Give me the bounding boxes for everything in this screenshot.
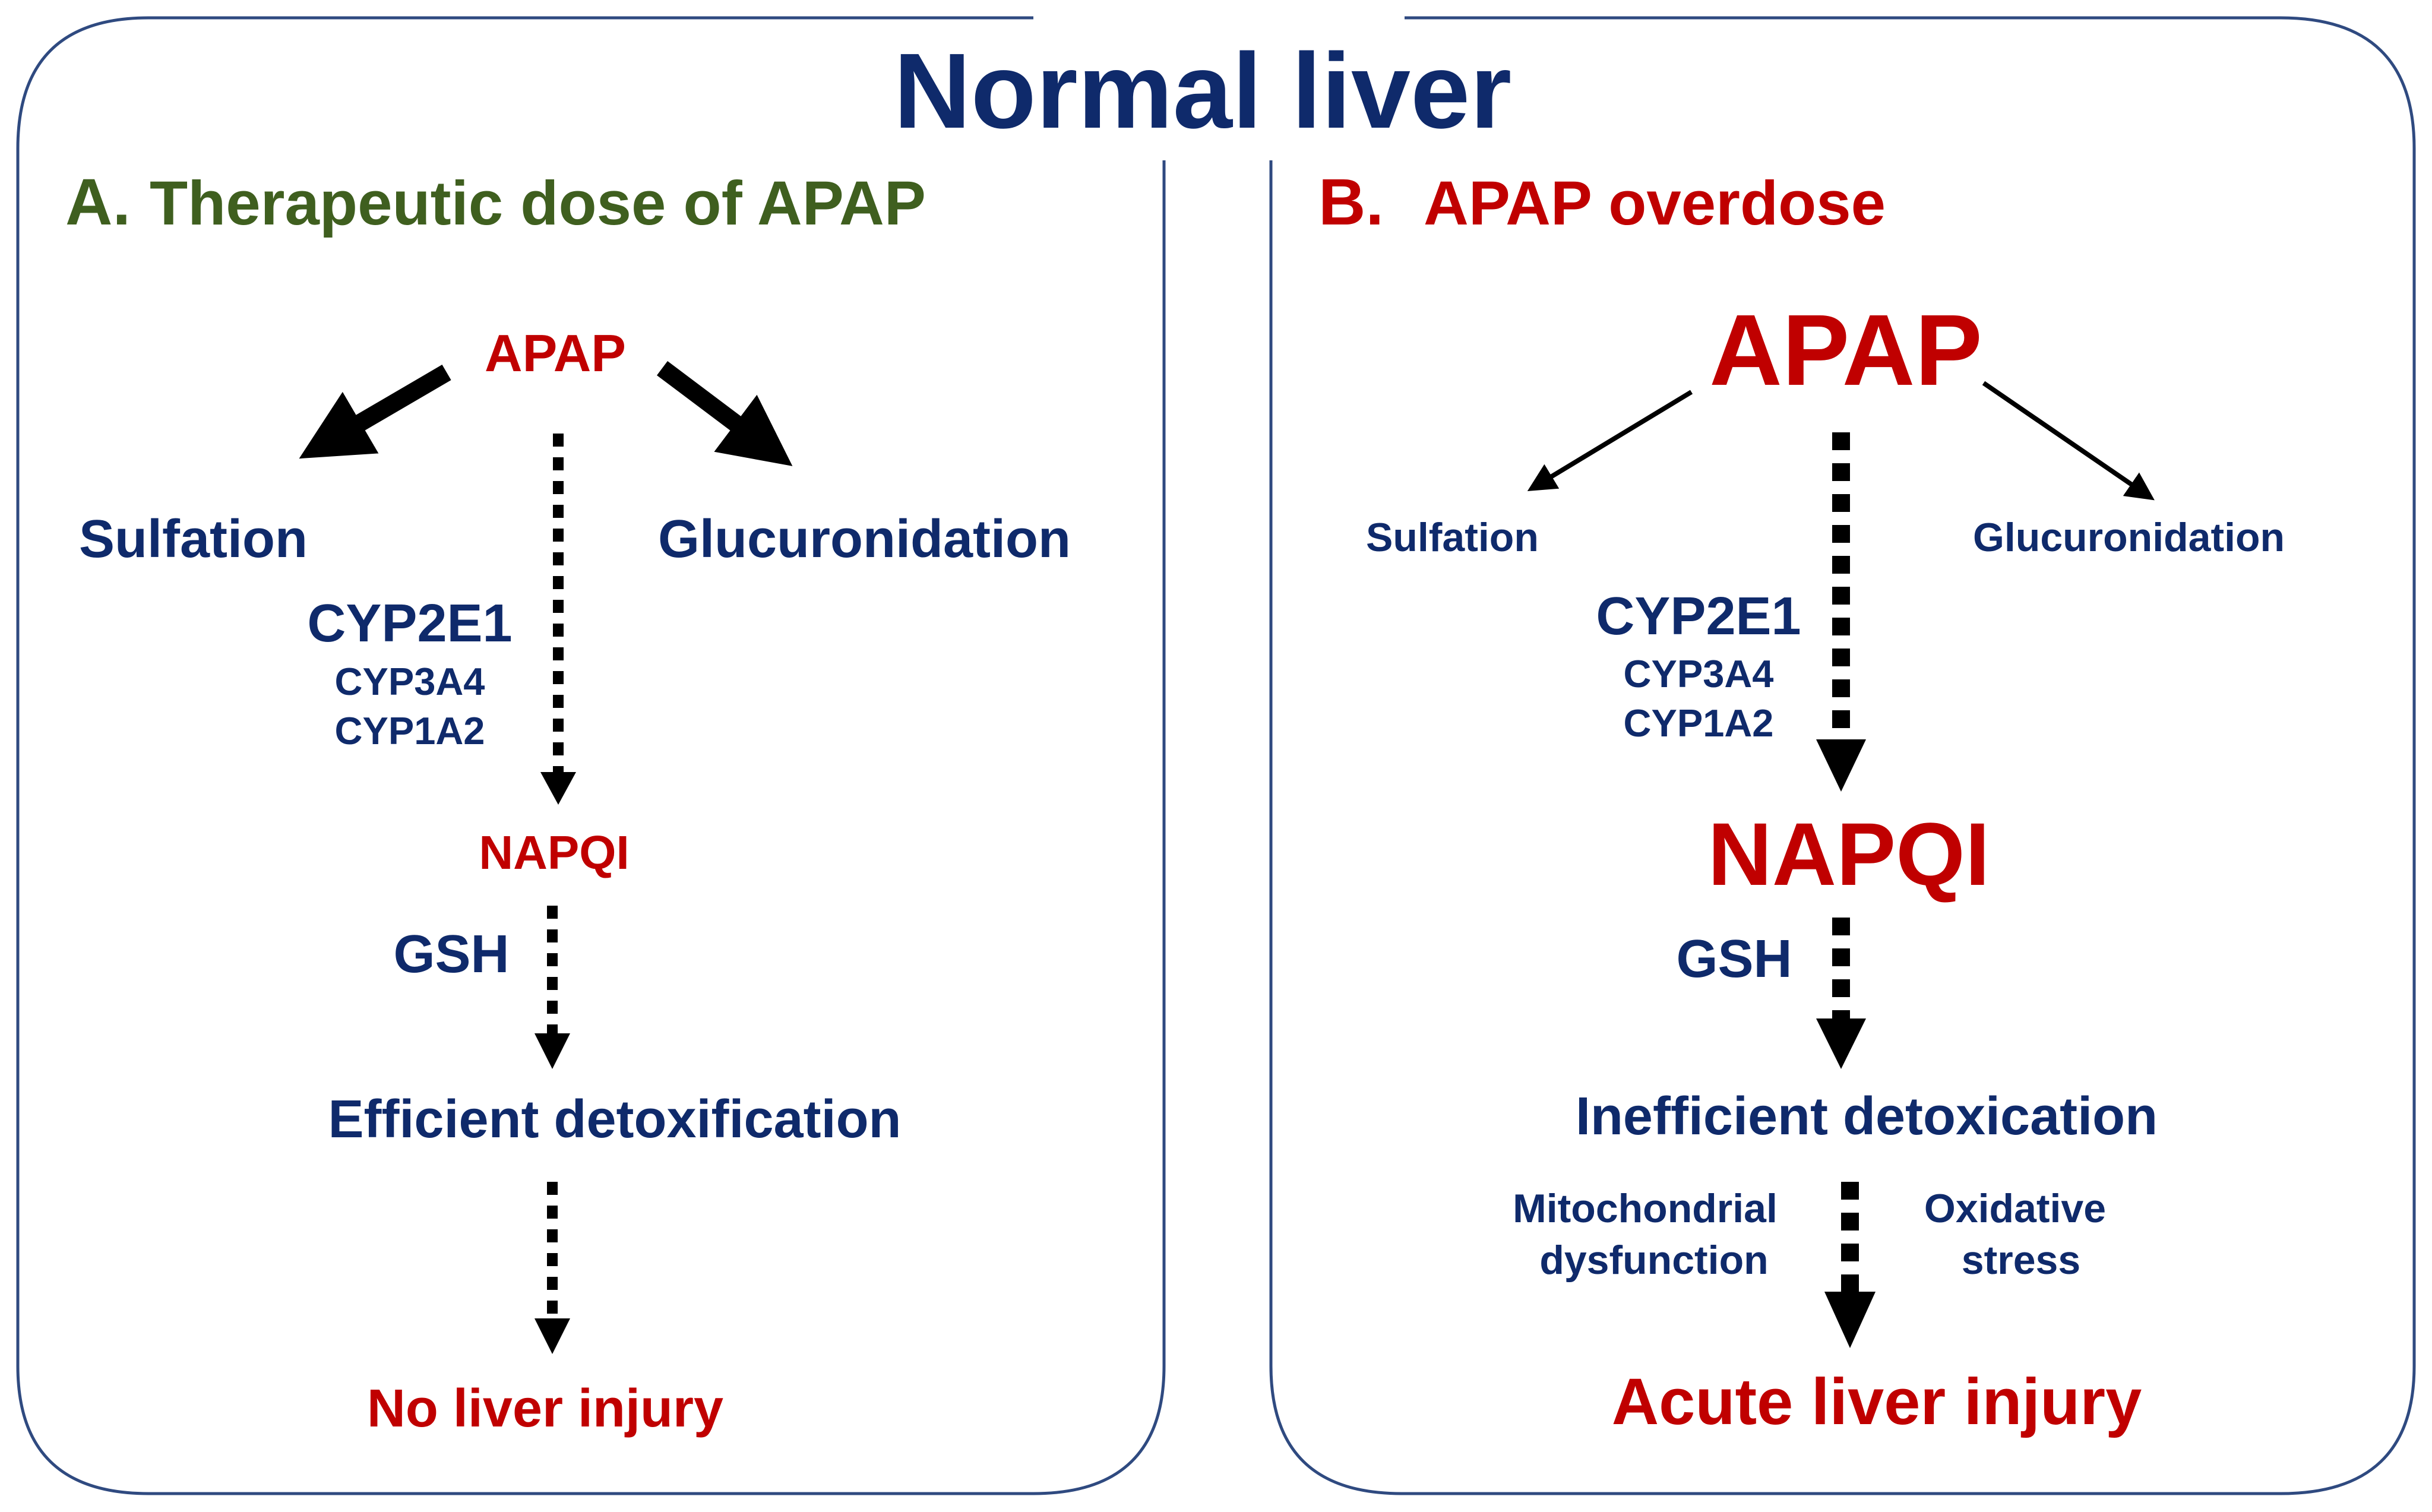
panel-b-enzyme-3: CYP1A2 (1624, 701, 1774, 745)
panel-a-glucuronidation-label: Glucuronidation (658, 510, 1071, 569)
panel-a-sulfation-label: Sulfation (79, 510, 308, 569)
panel-b-outcome: Acute liver injury (1612, 1365, 2142, 1438)
page-title: Normal liver (894, 31, 1511, 151)
panel-a-enzyme-3: CYP1A2 (335, 709, 485, 752)
panel-a-conjugate: GSH (393, 925, 509, 984)
panel-b-arrowhead-gsh (1816, 1018, 1866, 1069)
panel-b-metabolite: NAPQI (1707, 804, 1990, 904)
panel-a-arrowhead-cyp (540, 772, 576, 805)
panel-a-arrowhead-gsh (535, 1033, 570, 1069)
panel-b-glucuronidation-label: Glucuronidation (1973, 515, 2285, 560)
panel-a-arrow-glucuronidation (656, 361, 793, 466)
panel-b-drug: APAP (1709, 294, 1982, 407)
panel-a-drug: APAP (485, 324, 626, 382)
panel-b-mechanism-left-2: dysfunction (1539, 1238, 1768, 1283)
panel-b-letter: B. (1318, 166, 1384, 239)
panel-b-heading: APAP overdose (1424, 169, 1886, 238)
panel-a-heading: Therapeutic dose of APAP (150, 169, 926, 238)
panel-b-arrowhead-outcome (1824, 1292, 1876, 1348)
panel-a-arrow-sulfation (299, 365, 451, 459)
panel-a-enzyme-2: CYP3A4 (335, 660, 485, 703)
panel-b-enzyme-2: CYP3A4 (1624, 652, 1774, 695)
panel-b-conjugate: GSH (1676, 929, 1792, 989)
panel-a-detox: Efficient detoxification (328, 1090, 901, 1149)
panel-b-frame (1269, 16, 2416, 1495)
panel-b-arrow-glucuronidation (1982, 381, 2155, 501)
panel-b-arrow-sulfation (1527, 390, 1693, 491)
panel-b-detox: Inefficient detoxication (1576, 1087, 2158, 1146)
panel-b-enzyme-main: CYP2E1 (1596, 587, 1801, 646)
panel-a-arrowhead-outcome (535, 1318, 570, 1354)
panel-a-outcome: No liver injury (367, 1379, 723, 1438)
panel-b-mechanism-right-2: stress (1962, 1238, 2080, 1283)
panel-a-letter: A. (65, 166, 131, 239)
panel-b-mechanism-right-1: Oxidative (1924, 1186, 2106, 1231)
panel-a-frame (16, 16, 1166, 1495)
panel-a-metabolite: NAPQI (479, 826, 629, 879)
panel-b-arrowhead-cyp (1816, 739, 1866, 792)
panel-b-mechanism-left-1: Mitochondrial (1513, 1186, 1778, 1231)
panel-b-sulfation-label: Sulfation (1366, 515, 1539, 560)
panel-a-enzyme-main: CYP2E1 (307, 594, 512, 653)
